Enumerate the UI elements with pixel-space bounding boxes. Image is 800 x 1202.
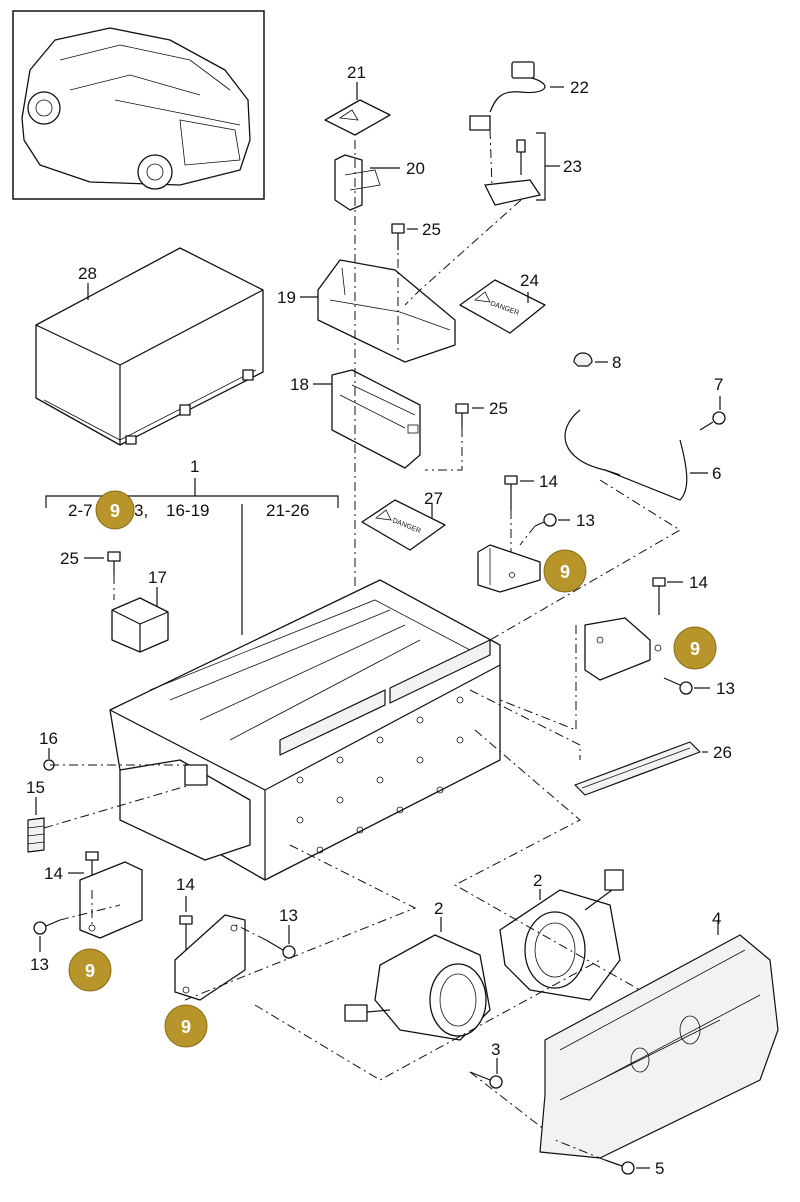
part-26-seal-strip [574, 741, 701, 796]
callout-1-group-b: 3, [134, 501, 148, 520]
part-27-danger-label: DANGER [361, 499, 446, 551]
part-3-bolt [469, 1071, 503, 1089]
part-4-cover [539, 934, 779, 1159]
svg-text:9: 9 [560, 562, 570, 582]
bracket-9-mid [477, 544, 541, 593]
callout-25-top: 25 [422, 220, 441, 239]
part-13-bolt-c [33, 919, 61, 935]
callout-13-d: 13 [279, 906, 298, 925]
callout-22: 22 [570, 78, 589, 97]
callout-group-1 [45, 478, 339, 635]
callout-14-c: 14 [44, 864, 63, 883]
svg-text:9: 9 [110, 501, 120, 521]
callout-14-d: 14 [176, 875, 195, 894]
highlight-badge-9-c[interactable]: 9 [673, 626, 717, 670]
callout-20: 20 [406, 159, 425, 178]
part-8-cap [573, 352, 593, 367]
callout-1-group-a: 2-7 [68, 501, 93, 520]
part-14-bolt-a [504, 475, 518, 510]
svg-text:9: 9 [181, 1017, 191, 1037]
part-20-bracket [334, 154, 381, 211]
part-13-bolt-a [534, 513, 557, 527]
callout-23: 23 [563, 157, 582, 176]
part-23-bracket-set [484, 139, 541, 206]
callout-28: 28 [78, 264, 97, 283]
part-25-bolt-mid [455, 403, 469, 428]
callout-16: 16 [39, 729, 58, 748]
svg-text:9: 9 [690, 639, 700, 659]
callout-13-c: 13 [30, 955, 49, 974]
part-6-cable [564, 409, 688, 501]
callout-19: 19 [277, 288, 296, 307]
part-7-bolt [699, 411, 726, 431]
highlight-badge-9-d[interactable]: 9 [68, 948, 112, 992]
part-28-box [35, 247, 264, 446]
callout-13-a: 13 [576, 511, 595, 530]
part-24-danger-label: DANGER [459, 279, 546, 334]
bracket-9-right [584, 617, 662, 681]
vehicle-thumbnail [12, 10, 265, 200]
callout-14-b: 14 [689, 573, 708, 592]
callout-6: 6 [712, 464, 721, 483]
part-13-bolt-b [663, 677, 693, 695]
callout-4: 4 [712, 909, 721, 928]
callout-15: 15 [26, 778, 45, 797]
callout-5: 5 [655, 1159, 664, 1178]
part-15-plug [27, 817, 45, 853]
part-2-fan-right [499, 869, 624, 1001]
part-5-bolt [604, 1159, 635, 1175]
assembly-dash-lines [43, 129, 681, 1161]
main-frame-assembly [109, 579, 501, 881]
highlight-badge-9-e[interactable]: 9 [164, 1004, 208, 1048]
callout-1-group-d: 21-26 [266, 501, 309, 520]
part-17-relay [111, 597, 169, 653]
callout-27: 27 [424, 489, 443, 508]
callout-13-b: 13 [716, 679, 735, 698]
highlight-badge-9-a[interactable]: 9 [95, 490, 135, 530]
callout-21: 21 [347, 63, 366, 82]
bracket-9-lower-left [79, 861, 143, 939]
part-21-warning-label [324, 99, 391, 136]
svg-text:9: 9 [85, 961, 95, 981]
callout-18: 18 [290, 375, 309, 394]
part-13-bolt-d [265, 939, 296, 959]
callout-2-left: 2 [434, 899, 443, 918]
highlight-badge-9-b[interactable]: 9 [543, 549, 587, 593]
callout-8: 8 [612, 353, 621, 372]
callout-1-group-c: 16-19 [166, 501, 209, 520]
part-19-tray [317, 259, 456, 363]
callout-1: 1 [190, 457, 199, 476]
callout-3: 3 [491, 1040, 500, 1059]
callout-17: 17 [148, 568, 167, 587]
part-2-fan-left [344, 934, 491, 1041]
callout-25-mid: 25 [489, 399, 508, 418]
part-25-bolt-left [107, 551, 121, 575]
part-22-cable [469, 61, 546, 131]
callout-14-a: 14 [539, 472, 558, 491]
callout-25-left: 25 [60, 549, 79, 568]
part-14-bolt-b [652, 577, 666, 615]
callout-26: 26 [713, 743, 732, 762]
callout-2-right: 2 [533, 871, 542, 890]
callout-7: 7 [714, 375, 723, 394]
callout-24: 24 [520, 271, 539, 290]
bracket-9-lower-mid [174, 914, 246, 1001]
part-18-control-module [331, 369, 421, 469]
